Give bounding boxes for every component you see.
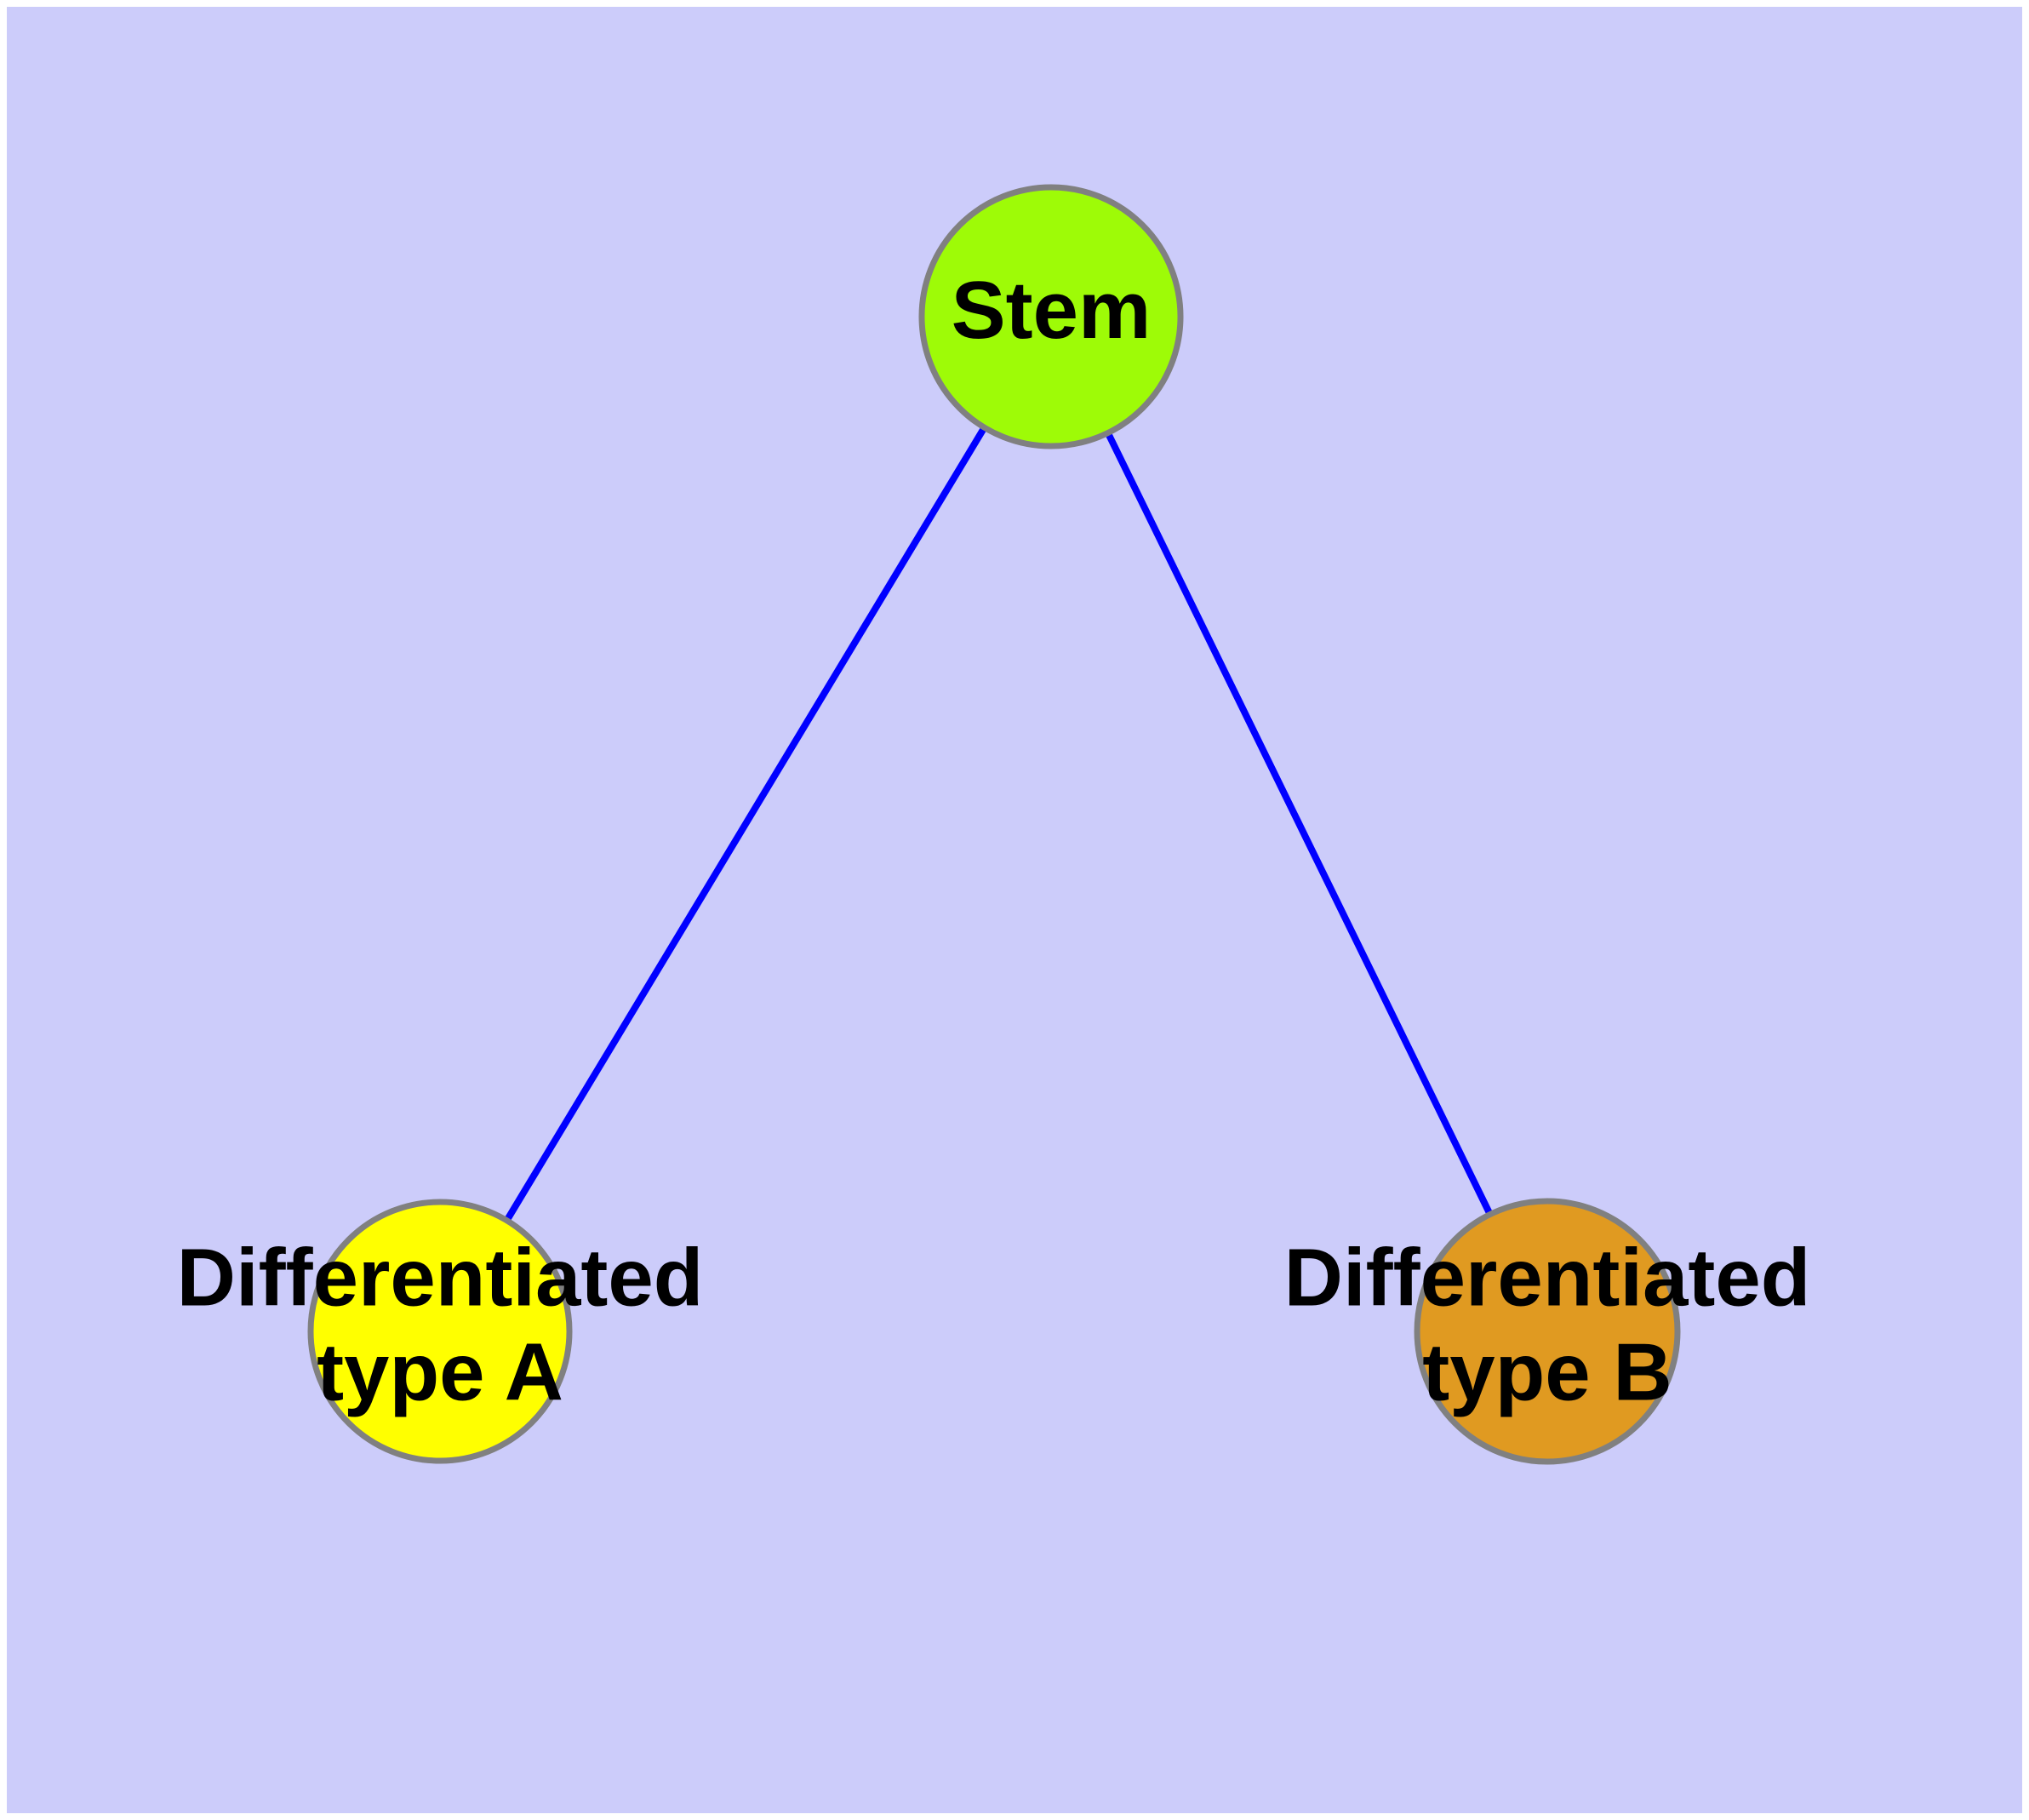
graph-edge <box>1105 431 1494 1216</box>
graph-node-label-stem: Stem <box>952 265 1152 356</box>
graph-node-label-line: Differentiated <box>177 1233 704 1324</box>
graph-node-diff_a[interactable] <box>307 1199 573 1464</box>
nodes-layer <box>307 184 1681 1465</box>
graph-node-stem[interactable] <box>918 184 1184 449</box>
graph-node-label-line: Stem <box>952 265 1152 356</box>
graph-node-label-line: type B <box>1422 1327 1672 1418</box>
edges-layer <box>504 426 1494 1222</box>
graph-node-diff_b[interactable] <box>1414 1198 1681 1465</box>
graph-edge <box>504 426 987 1222</box>
graph-node-label-line: type A <box>317 1327 563 1418</box>
graph-node-label-line: Differentiated <box>1284 1233 1811 1324</box>
